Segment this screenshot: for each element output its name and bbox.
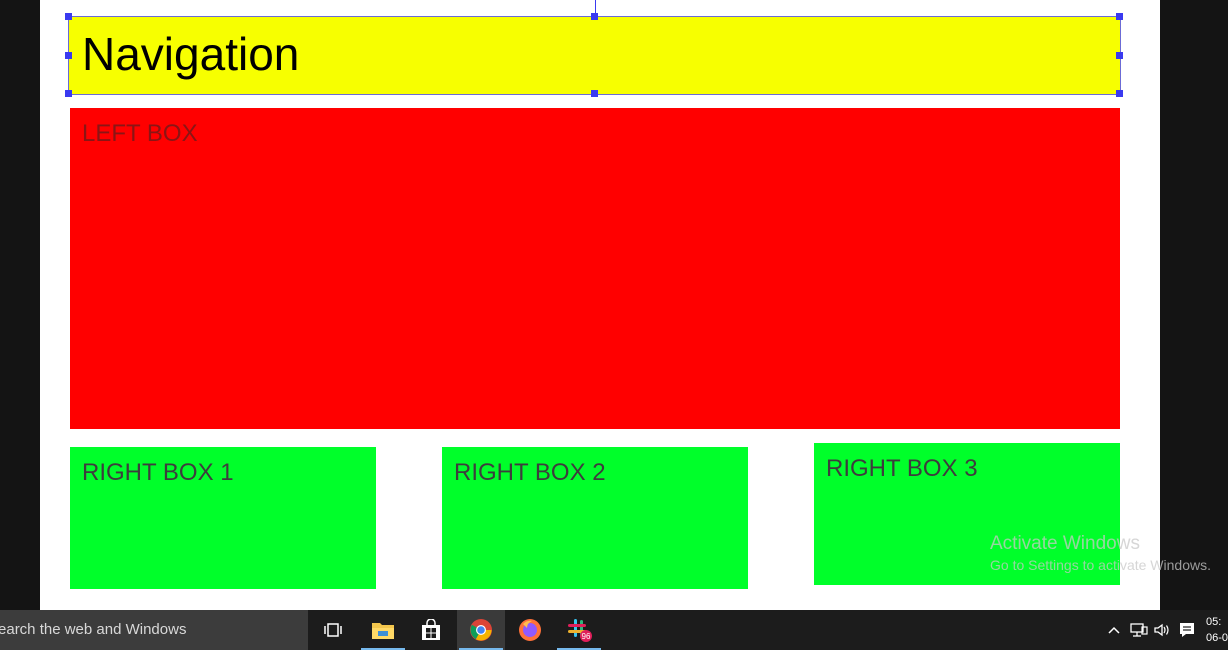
resize-handle-top-right[interactable] (1116, 13, 1123, 20)
right-box-2[interactable]: RIGHT BOX 2 (442, 447, 748, 589)
activate-windows-watermark: Activate Windows Go to Settings to activ… (990, 533, 1211, 575)
right-box-2-label: RIGHT BOX 2 (454, 459, 606, 486)
rotation-handle-line[interactable] (595, 0, 596, 17)
resize-handle-bottom-center[interactable] (591, 90, 598, 97)
navigation-box[interactable]: Navigation (65, 13, 1123, 97)
chrome-icon[interactable] (457, 610, 505, 650)
network-icon[interactable] (1130, 610, 1148, 650)
resize-handle-middle-right[interactable] (1116, 52, 1123, 59)
task-view-icon[interactable] (309, 610, 357, 650)
slack-icon[interactable]: 96 (555, 610, 603, 650)
navigation-label: Navigation (82, 28, 300, 80)
clock-date: 06-0 (1206, 632, 1228, 644)
right-box-3[interactable]: RIGHT BOX 3 (814, 443, 1120, 585)
clock-time: 05: (1206, 616, 1222, 628)
slack-badge: 96 (582, 632, 591, 641)
show-hidden-icons-icon[interactable] (1107, 610, 1121, 650)
resize-handle-middle-left[interactable] (65, 52, 72, 59)
right-box-1[interactable]: RIGHT BOX 1 (70, 447, 376, 589)
watermark-title: Activate Windows (990, 533, 1140, 554)
resize-handle-bottom-left[interactable] (65, 90, 72, 97)
right-box-1-label: RIGHT BOX 1 (82, 459, 234, 486)
firefox-icon[interactable] (506, 610, 554, 650)
resize-handle-top-left[interactable] (65, 13, 72, 20)
resize-handle-bottom-right[interactable] (1116, 90, 1123, 97)
action-center-icon[interactable] (1178, 610, 1196, 650)
watermark-subtitle: Go to Settings to activate Windows. (990, 557, 1211, 573)
left-box[interactable]: LEFT BOX (70, 108, 1120, 429)
file-explorer-icon[interactable] (359, 610, 407, 650)
design-canvas: Navigation LEFT BOX RIGHT BOX 1 RIGHT BO… (40, 0, 1160, 610)
store-icon[interactable] (407, 610, 455, 650)
volume-icon[interactable] (1153, 610, 1171, 650)
taskbar-search-box[interactable]: Search the web and Windows (0, 610, 308, 650)
resize-handle-top-center[interactable] (591, 13, 598, 20)
left-box-label: LEFT BOX (82, 120, 198, 147)
right-box-3-label: RIGHT BOX 3 (826, 455, 978, 482)
taskbar-clock[interactable]: 05: 06-0 (1206, 614, 1228, 646)
taskbar: Search the web and Windows (0, 610, 1228, 650)
taskbar-search-text: Search the web and Windows (0, 621, 187, 638)
